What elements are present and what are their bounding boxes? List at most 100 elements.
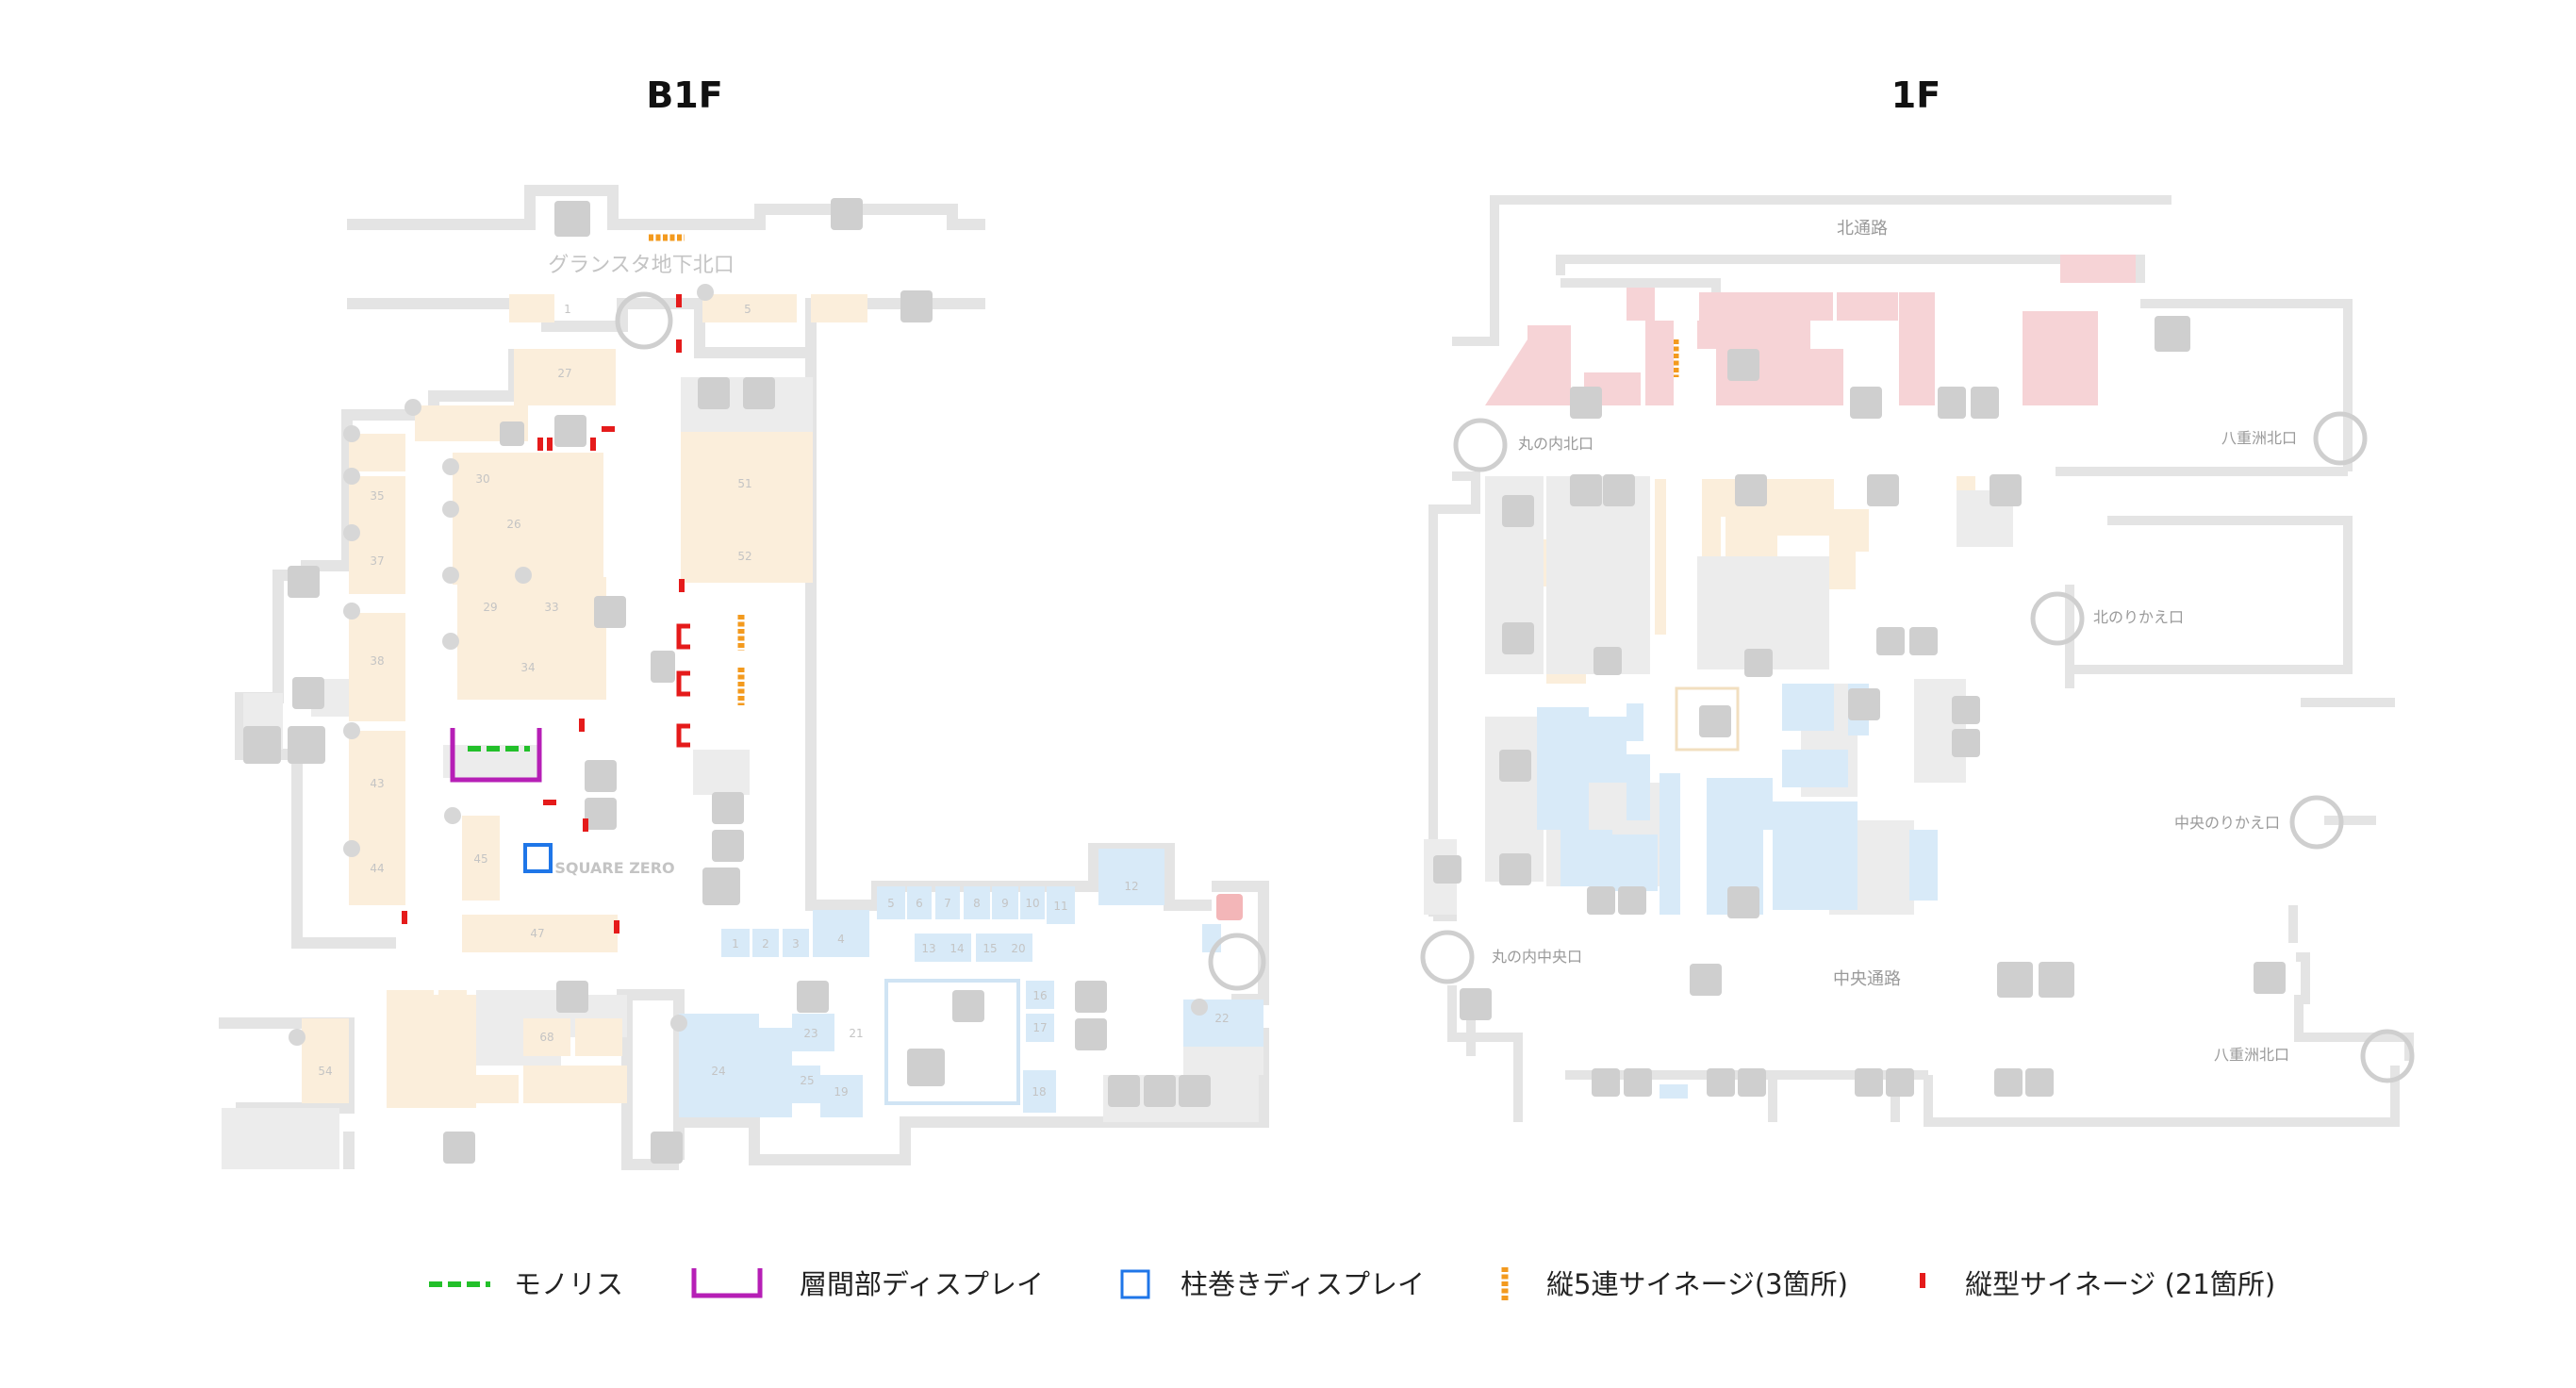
blue-square-icon xyxy=(1120,1269,1150,1299)
shop-number: 17 xyxy=(1032,1021,1047,1034)
stairs-icon xyxy=(1994,1068,2023,1097)
stairs-icon xyxy=(1735,474,1767,506)
escalator-icon xyxy=(1738,1068,1766,1097)
elevator-icon xyxy=(651,651,675,683)
info-icon xyxy=(702,868,740,905)
escalator-icon xyxy=(1699,705,1731,737)
b1f-map: グランスタ地下北口 SQUARE ZERO 1 5 27 51 52 35 37… xyxy=(219,185,1679,1170)
escalator-icon xyxy=(1886,1068,1914,1097)
stairs-icon xyxy=(712,792,744,824)
escalator-icon xyxy=(1433,855,1461,884)
info-icon xyxy=(1997,962,2033,998)
taxi-icon xyxy=(952,990,984,1022)
restaurant-icon xyxy=(697,284,714,301)
shop-number: 18 xyxy=(1032,1085,1046,1099)
shop-number: 20 xyxy=(1011,942,1025,955)
ticket-gate-icon xyxy=(615,291,673,350)
first-aid-icon xyxy=(1216,894,1243,920)
toilet-icon xyxy=(1108,1075,1140,1107)
shop-number: 47 xyxy=(530,927,544,940)
escalator-icon xyxy=(1618,886,1646,915)
restaurant-icon xyxy=(343,840,360,857)
shop-number: 9 xyxy=(1001,897,1009,910)
marunouchi-north-exit-label: 丸の内北口 xyxy=(1518,435,1593,453)
escalator-icon xyxy=(1867,474,1899,506)
restaurant-icon xyxy=(405,399,421,416)
shop-number: 27 xyxy=(557,367,571,380)
shop-number: 52 xyxy=(737,550,751,563)
stairs-icon xyxy=(1971,387,1999,419)
escalator-icon xyxy=(554,415,586,447)
five-panel-signage-marker xyxy=(649,234,1679,705)
atm-icon xyxy=(698,377,730,409)
escalator-icon xyxy=(651,1132,683,1164)
atm-icon xyxy=(292,677,324,709)
north-transfer-gate-label: 北のりかえ口 xyxy=(2093,608,2184,626)
stairs-icon xyxy=(712,830,744,862)
escalator-icon xyxy=(1727,349,1759,381)
shop-number: 25 xyxy=(800,1074,814,1087)
shop-number: 45 xyxy=(473,852,487,866)
atm-icon xyxy=(1909,627,1938,655)
legend-label-vertical-signage: 縦型サイネージ (21箇所) xyxy=(1965,1268,2275,1300)
restaurant-icon xyxy=(343,722,360,739)
shop-number: 5 xyxy=(744,303,751,316)
marunouchi-central-exit-label: 丸の内中央口 xyxy=(1492,948,1582,966)
shop-number: 12 xyxy=(1124,880,1138,893)
shop-number: 11 xyxy=(1053,900,1067,913)
shop-number: 13 xyxy=(921,942,935,955)
escalator-icon xyxy=(1876,627,1905,655)
stairs-icon xyxy=(907,1049,945,1086)
escalator-icon xyxy=(1624,1068,1652,1097)
shop-number: 54 xyxy=(318,1065,332,1078)
escalator-icon xyxy=(1075,1018,1107,1050)
shop-number: 14 xyxy=(949,942,964,955)
escalator-icon xyxy=(2025,1068,2054,1097)
shop-number: 23 xyxy=(803,1027,817,1040)
coin-locker-icon xyxy=(585,760,617,792)
shop-number: 33 xyxy=(544,601,558,614)
yaesu-north-exit-label: 八重洲北口 xyxy=(2221,429,2297,447)
ticket-gate-icon xyxy=(2030,591,2085,646)
stairs-icon xyxy=(1592,1068,1620,1097)
pillar-display-marker xyxy=(523,843,553,873)
restaurant-icon xyxy=(343,425,360,442)
toilet-icon xyxy=(2155,316,2190,352)
1f-map: 北通路 丸の内北口 八重洲北口 北のりかえ口 中央のりかえ口 丸の内中央口 中央… xyxy=(1420,195,2415,1127)
yaesu-north-exit-bottom-label: 八重洲北口 xyxy=(2214,1046,2289,1064)
escalator-icon xyxy=(1499,750,1531,782)
shop-number: 43 xyxy=(370,777,384,790)
shop-number: 7 xyxy=(944,897,951,910)
stairs-icon xyxy=(1938,387,1966,419)
elevator-icon xyxy=(500,421,524,446)
accessible-toilet-icon xyxy=(1144,1075,1176,1107)
info-icon xyxy=(1460,988,1492,1020)
atm-icon xyxy=(2039,962,2074,998)
shop-number: 24 xyxy=(711,1065,725,1078)
atm-icon xyxy=(1744,649,1773,677)
ticket-gate-icon xyxy=(1453,418,1508,472)
stairs-icon xyxy=(1707,1068,1735,1097)
shop-number: 21 xyxy=(849,1027,863,1040)
escalator-icon xyxy=(594,596,626,628)
b1f-north-exit-label: グランスタ地下北口 xyxy=(548,254,735,277)
shop-number: 4 xyxy=(837,933,845,946)
restaurant-icon xyxy=(289,1029,305,1046)
elevator-icon xyxy=(900,290,933,322)
shop-number: 16 xyxy=(1032,989,1047,1002)
central-transfer-gate-label: 中央のりかえ口 xyxy=(2174,814,2280,832)
stairs-icon xyxy=(1587,886,1615,915)
shop-number: 37 xyxy=(370,554,384,568)
elevator-icon xyxy=(831,198,863,230)
shop-number: 29 xyxy=(483,601,497,614)
shop-number: 6 xyxy=(916,897,923,910)
magenta-bracket-icon xyxy=(691,1268,763,1298)
escalator-icon xyxy=(1499,853,1531,885)
shop-number: 22 xyxy=(1214,1012,1229,1025)
escalator-icon xyxy=(1075,981,1107,1013)
escalator-icon xyxy=(1952,729,1980,757)
restaurant-icon xyxy=(343,603,360,620)
stairs-icon xyxy=(1570,387,1602,419)
escalator-icon xyxy=(2254,962,2286,994)
toilet-icon xyxy=(243,726,281,764)
